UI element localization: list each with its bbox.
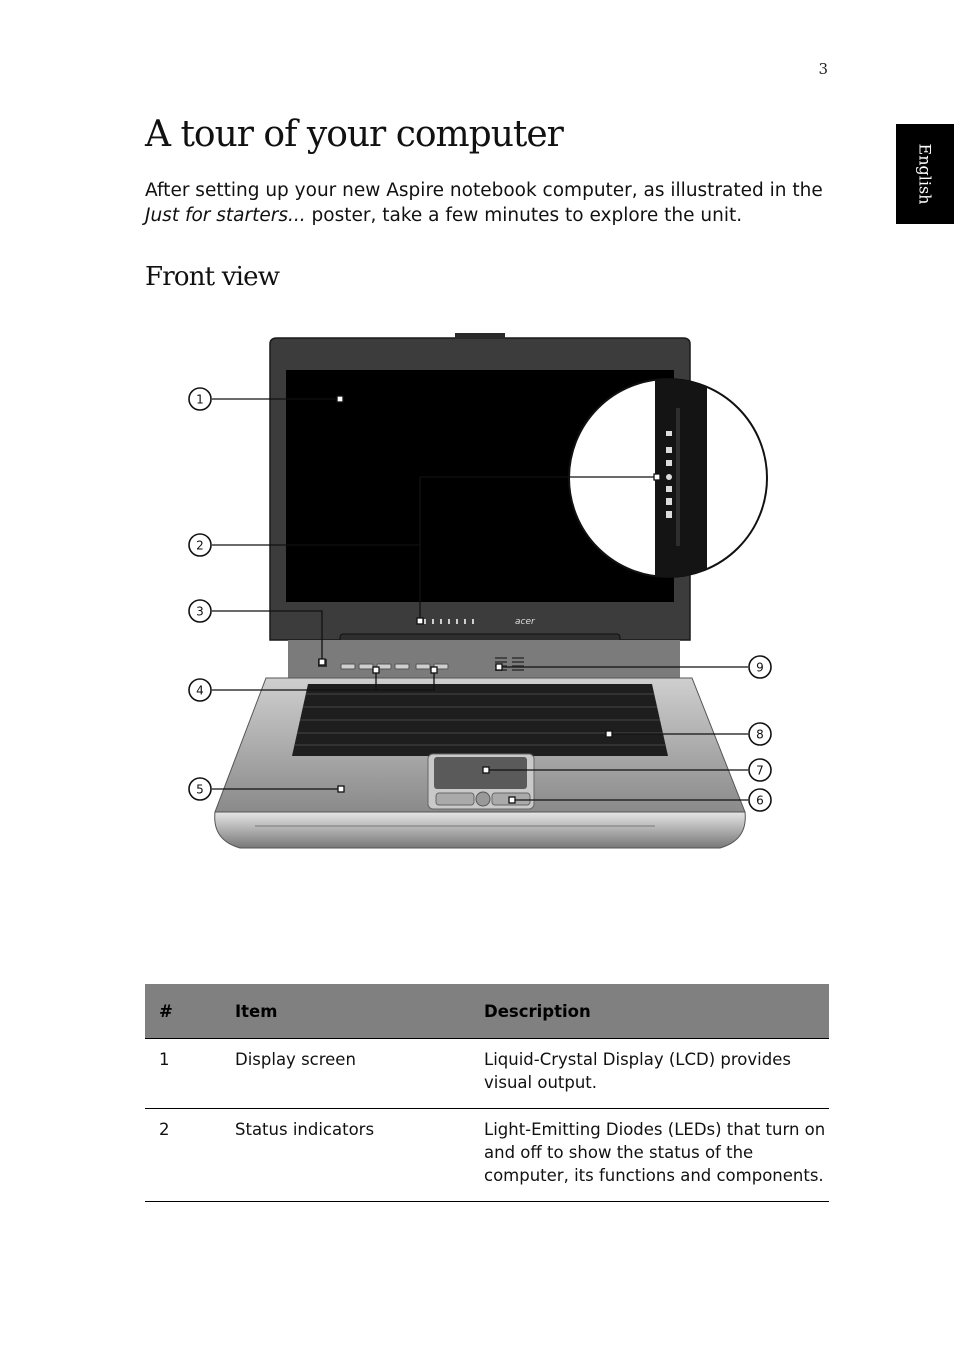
svg-text:2: 2 (196, 539, 204, 553)
svg-text:4: 4 (196, 684, 204, 698)
svg-text:9: 9 (756, 661, 764, 675)
callout-5: 5 (189, 778, 211, 800)
scroll-key (476, 792, 490, 806)
svg-text:3: 3 (196, 605, 204, 619)
callout-1: 1 (189, 388, 211, 410)
svg-text:1: 1 (196, 393, 204, 407)
header-item: Item (221, 984, 470, 1039)
section-title: Front view (145, 262, 279, 292)
language-tab-label: English (916, 144, 935, 205)
front-edge (215, 812, 746, 848)
header-number: # (145, 984, 221, 1039)
callout-6: 6 (749, 789, 771, 811)
svg-text:5: 5 (196, 783, 204, 797)
hinge-panel (288, 640, 680, 678)
laptop-front-view-figure: acer (180, 330, 780, 870)
row-description: Light-Emitting Diodes (LEDs) that turn o… (470, 1109, 829, 1202)
svg-text:7: 7 (756, 764, 764, 778)
left-click-button (436, 793, 474, 805)
language-tab: English (896, 124, 954, 224)
table-row: 2 Status indicators Light-Emitting Diode… (145, 1109, 829, 1202)
callout-4: 4 (189, 679, 211, 701)
front-view-table: # Item Description 1 Display screen Liqu… (145, 984, 829, 1202)
row-number: 1 (145, 1039, 221, 1109)
touchpad (434, 757, 527, 789)
table-header-row: # Item Description (145, 984, 829, 1039)
table-row: 1 Display screen Liquid-Crystal Display … (145, 1039, 829, 1109)
lid-latch (455, 333, 505, 339)
page-title: A tour of your computer (145, 114, 563, 155)
header-description: Description (470, 984, 829, 1039)
svg-text:8: 8 (756, 728, 764, 742)
row-description: Liquid-Crystal Display (LCD) provides vi… (470, 1039, 829, 1109)
laptop-illustration: acer (180, 330, 780, 870)
intro-text-start: After setting up your new Aspire noteboo… (145, 180, 823, 201)
callout-2: 2 (189, 534, 211, 556)
svg-text:6: 6 (756, 794, 764, 808)
callout-9: 9 (749, 656, 771, 678)
row-item: Status indicators (221, 1109, 470, 1202)
row-number: 2 (145, 1109, 221, 1202)
callout-7: 7 (749, 759, 771, 781)
callout-3: 3 (189, 600, 211, 622)
callout-8: 8 (749, 723, 771, 745)
poster-reference: Just for starters... (145, 205, 306, 226)
brand-logo: acer (515, 617, 536, 627)
intro-text-end: poster, take a few minutes to explore th… (306, 205, 742, 226)
row-item: Display screen (221, 1039, 470, 1109)
intro-paragraph: After setting up your new Aspire noteboo… (145, 178, 835, 228)
page-number: 3 (790, 60, 828, 78)
